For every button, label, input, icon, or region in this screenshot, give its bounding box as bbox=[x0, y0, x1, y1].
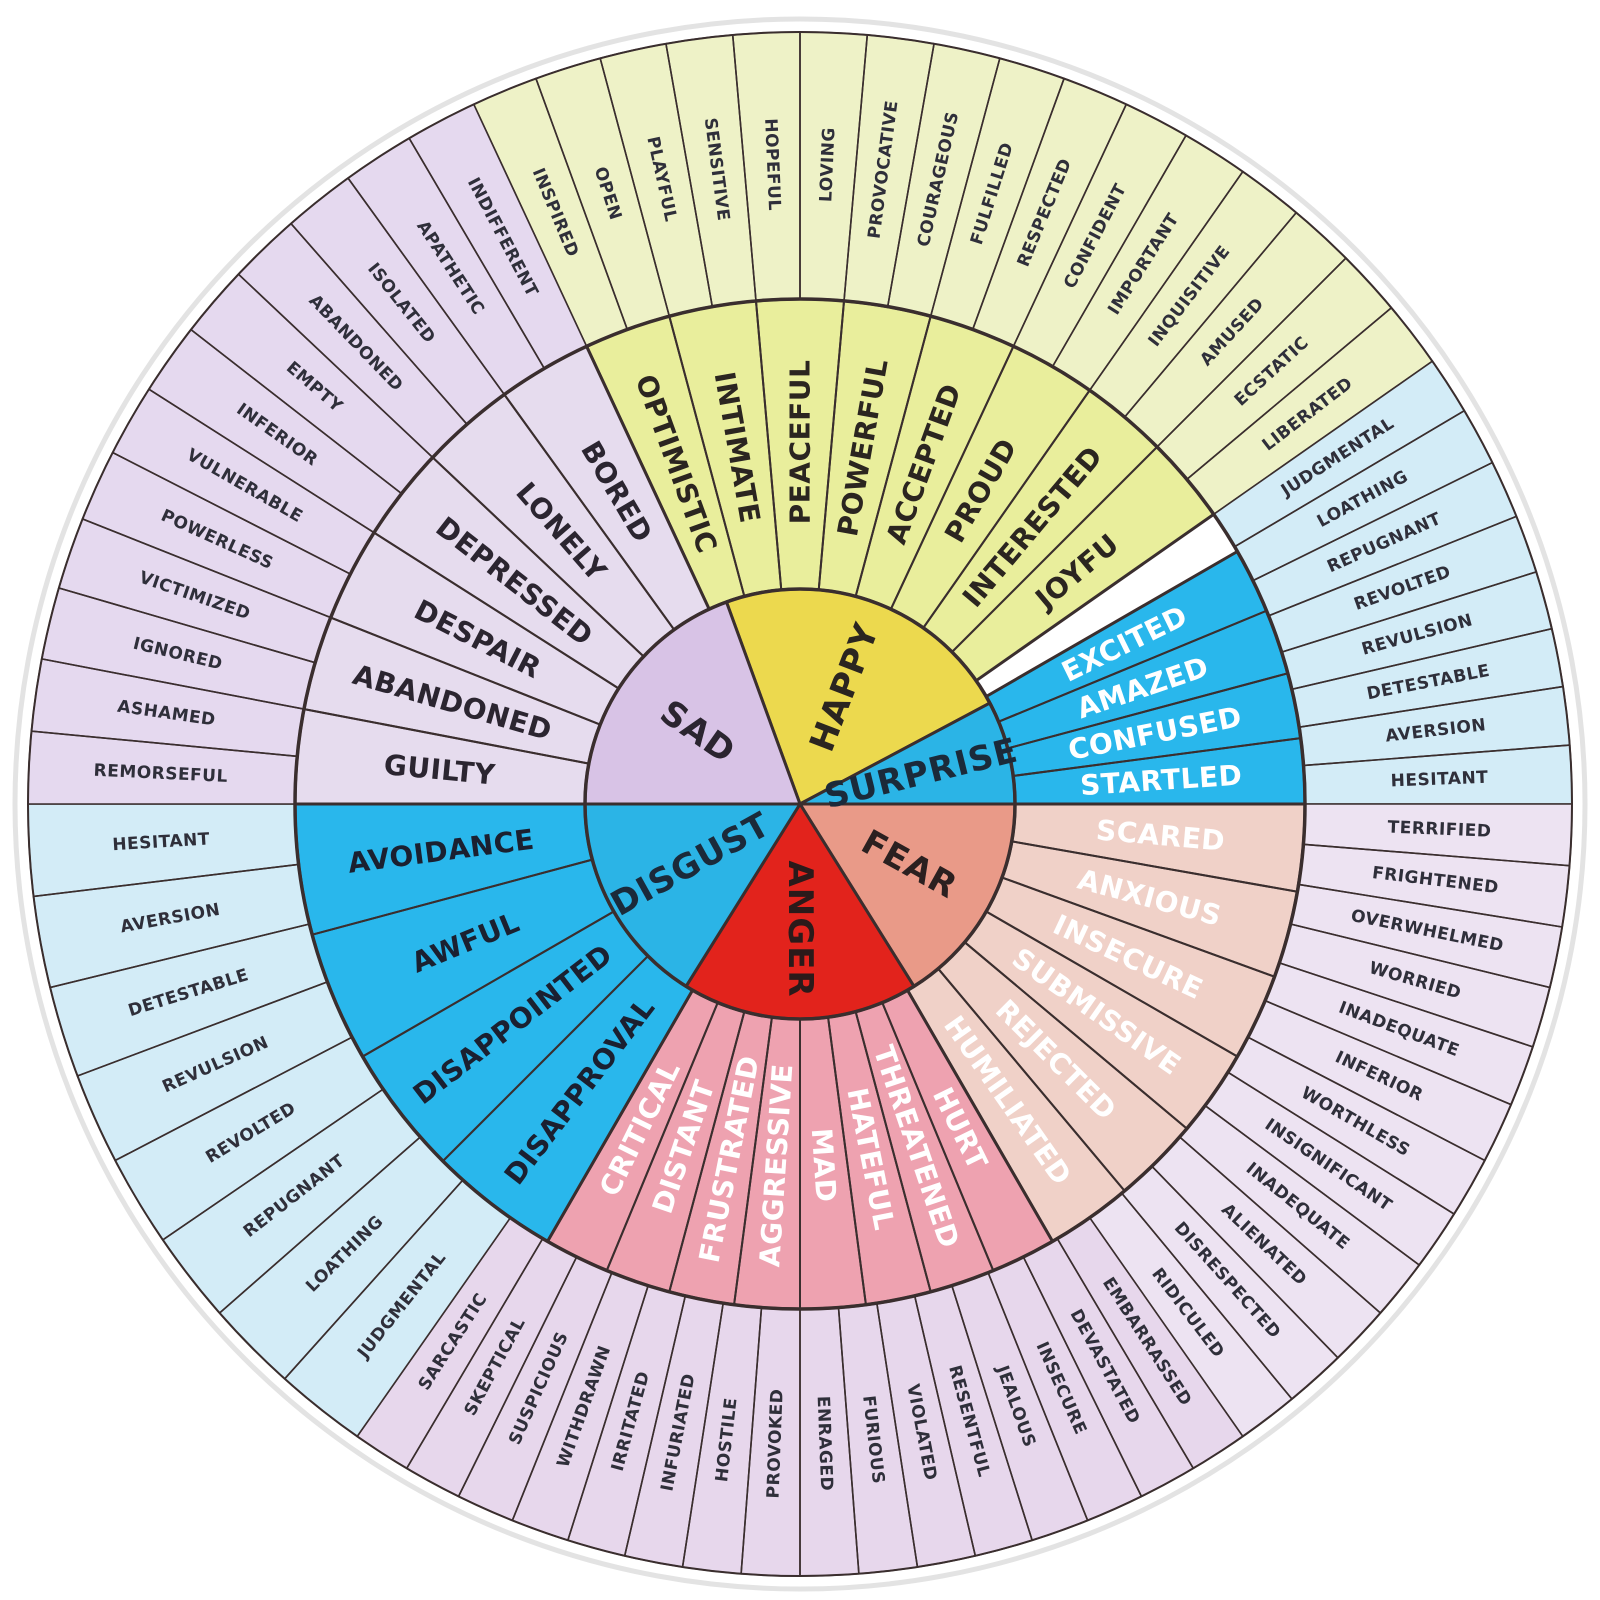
outer-sector-sad bbox=[28, 104, 587, 805]
outer-sector-disgust bbox=[28, 804, 511, 1437]
core-outline bbox=[583, 587, 1017, 1021]
core-ring bbox=[583, 587, 1017, 1021]
outer-label-hopeful: HOPEFUL bbox=[760, 118, 784, 211]
middle-outline bbox=[293, 297, 1307, 1311]
middle-label-mad: MAD bbox=[805, 1127, 843, 1203]
outer-ring bbox=[27, 31, 1573, 1577]
outer-sector-surprise bbox=[1213, 361, 1572, 804]
outer-label-enraged: ENRAGED bbox=[813, 1396, 837, 1492]
core-label-anger: ANGER bbox=[780, 860, 820, 997]
outer-label-terrified: TERRIFIED bbox=[1387, 818, 1492, 842]
outer-sector-happy bbox=[473, 32, 1433, 515]
middle-label-peaceful: PEACEFUL bbox=[784, 360, 817, 525]
outer-sector-fear bbox=[1089, 804, 1572, 1437]
outer-label-provoked: PROVOKED bbox=[763, 1388, 787, 1498]
outer-label-loving: LOVING bbox=[816, 127, 839, 203]
outer-outline bbox=[27, 31, 1573, 1577]
outer-label-hesitant: HESITANT bbox=[1390, 768, 1488, 792]
